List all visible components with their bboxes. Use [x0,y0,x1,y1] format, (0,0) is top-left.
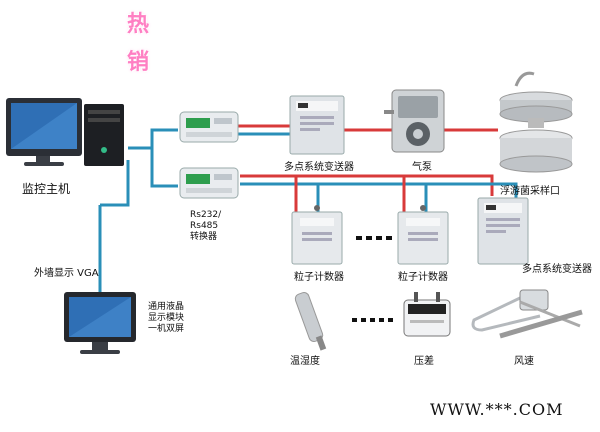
label-particle-counter-1: 粒子计数器 [294,272,344,283]
transmitter-top-icon [289,95,345,155]
converter-2-icon [179,167,239,199]
label-converter: Rs232/ Rs485 转换器 [190,210,222,242]
temp-humidity-probe-icon [294,292,327,351]
pressure-sensor-icon [403,292,451,337]
connection-lines [98,124,518,292]
dotted-separators [352,236,393,322]
particle-counter-1-icon [291,205,343,265]
label-particle-counter-2: 粒子计数器 [398,272,448,283]
label-wind-speed: 风速 [514,356,534,367]
label-transmitter-bottom: 多点系统变送器 [522,264,592,275]
label-lcd-module: 通用液晶 显示模块 一机双屏 [148,302,185,334]
label-host: 监控主机 [22,182,71,196]
host-computer-icon [6,98,124,166]
label-transmitter-top: 多点系统变送器 [284,162,354,173]
label-sampler: 浮游菌采样口 [500,186,560,197]
link-host-converter1 [128,128,178,150]
promo-badge: 热销 [127,12,150,75]
transmitter-bottom-icon [477,197,529,265]
particle-counter-2-icon [397,205,449,265]
link-host-display-a [100,160,130,207]
air-pump-icon [384,89,445,153]
label-temp-humidity: 温湿度 [290,356,320,367]
watermark-text: WWW.***.COM [430,400,564,419]
lcd-display-icon [64,292,136,354]
label-pressure-diff: 压差 [414,356,434,367]
bus-red [240,174,494,196]
converter-1-icon [179,111,239,143]
link-host-converter2 [150,148,178,188]
label-air-pump: 气泵 [412,162,432,173]
label-external-display: 外墙显示 VGA [34,268,99,279]
wind-speed-sensor-icon [471,289,583,339]
bus-blue [240,182,518,200]
sampler-icon [499,71,573,173]
